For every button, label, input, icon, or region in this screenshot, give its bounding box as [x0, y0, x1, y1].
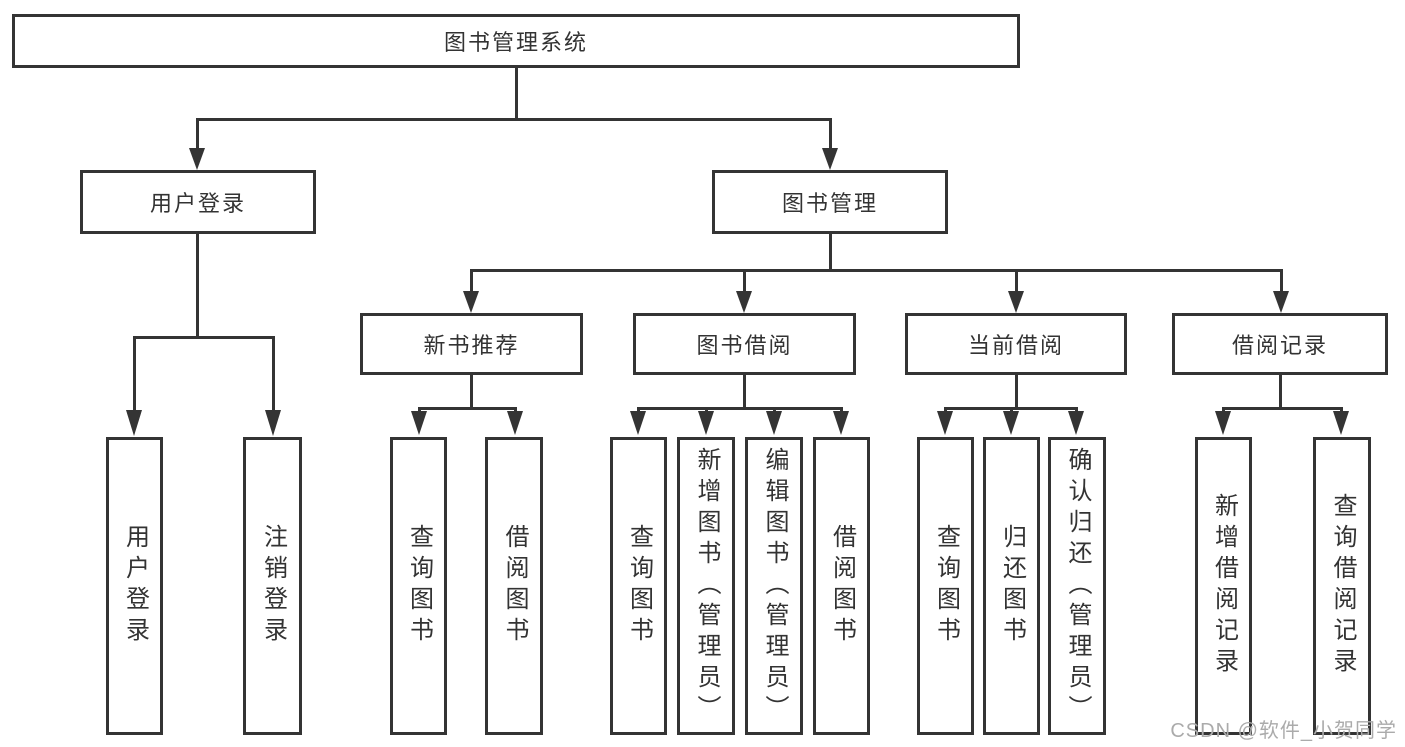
arrow-down-icon [463, 291, 479, 313]
leaf-label: 查询图书 [932, 524, 960, 648]
connector-book-mgmt-rail [470, 269, 1282, 272]
connector-book-mgmt-down [829, 234, 832, 272]
arrow-down-icon [411, 411, 427, 435]
node-current-borrow: 当前借阅 [905, 313, 1127, 375]
arrow-down-icon [630, 411, 646, 435]
connector-l3-stem [1280, 269, 1283, 293]
connector-user-login-stem [196, 118, 199, 152]
arrow-down-icon [1003, 411, 1019, 435]
leaf-label: 查询图书 [625, 524, 653, 648]
leaf-user-login: 用户登录 [106, 437, 163, 735]
arrow-down-icon [1333, 411, 1349, 435]
leaf-return-books: 归还图书 [983, 437, 1040, 735]
leaf-label: 新增图书（管理员） [693, 446, 720, 726]
node-label: 图书借阅 [696, 333, 793, 358]
leaf-query-borrow-record: 查询借阅记录 [1313, 437, 1371, 735]
leaf-label: 新增借阅记录 [1210, 493, 1238, 679]
arrow-down-icon [1215, 411, 1231, 435]
connector-l3-stem [743, 269, 746, 293]
connector-down [1279, 375, 1282, 409]
leaf-query-books: 查询图书 [610, 437, 667, 735]
node-label: 当前借阅 [967, 333, 1064, 358]
connector-leaf-stem [133, 336, 136, 412]
connector-book-mgmt-stem [829, 118, 832, 152]
leaf-label: 借阅图书 [501, 524, 528, 648]
arrow-down-icon [189, 148, 205, 170]
connector-down [1015, 375, 1018, 409]
arrow-down-icon [766, 411, 782, 435]
node-user-login: 用户登录 [80, 170, 316, 234]
leaf-borrow-books: 借阅图书 [485, 437, 543, 735]
node-label: 图书管理 [781, 191, 878, 216]
arrow-down-icon [937, 411, 953, 435]
leaf-label: 编辑图书（管理员） [761, 446, 788, 726]
connector-root-stem [515, 68, 518, 118]
leaf-query-books: 查询图书 [917, 437, 974, 735]
leaf-label: 归还图书 [998, 524, 1026, 648]
leaf-label: 查询图书 [405, 524, 433, 648]
connector-user-login-down [196, 234, 199, 339]
node-book-management: 图书管理 [712, 170, 948, 234]
arrow-down-icon [833, 411, 849, 435]
leaf-add-books-admin: 新增图书（管理员） [677, 437, 735, 735]
leaf-label: 查询借阅记录 [1329, 493, 1356, 679]
arrow-down-icon [1068, 411, 1084, 435]
arrow-down-icon [1273, 291, 1289, 313]
node-label: 用户登录 [149, 191, 246, 216]
arrow-down-icon [822, 148, 838, 170]
connector-leaf-stem [272, 336, 275, 412]
connector-root-rail [196, 118, 832, 121]
connector-l3-stem [470, 269, 473, 293]
node-library-management-system: 图书管理系统 [12, 14, 1020, 68]
connector-l3-stem [1015, 269, 1018, 293]
leaf-query-books: 查询图书 [390, 437, 447, 735]
connector-user-login-rail [133, 336, 275, 339]
arrow-down-icon [126, 410, 142, 436]
node-borrow-records: 借阅记录 [1172, 313, 1388, 375]
arrow-down-icon [736, 291, 752, 313]
arrow-down-icon [507, 411, 523, 435]
arrow-down-icon [698, 411, 714, 435]
connector-rail [637, 407, 842, 410]
node-label: 新书推荐 [423, 333, 520, 358]
leaf-label: 借阅图书 [828, 524, 856, 648]
leaf-label: 确认归还（管理员） [1064, 446, 1091, 726]
leaf-add-borrow-record: 新增借阅记录 [1195, 437, 1252, 735]
leaf-label: 用户登录 [121, 524, 149, 648]
leaf-label: 注销登录 [259, 524, 287, 648]
connector-rail [1222, 407, 1342, 410]
leaf-borrow-books: 借阅图书 [813, 437, 870, 735]
leaf-logout: 注销登录 [243, 437, 302, 735]
node-new-book-recommend: 新书推荐 [360, 313, 583, 375]
connector-rail [418, 407, 517, 410]
node-label: 借阅记录 [1231, 333, 1328, 358]
arrow-down-icon [265, 410, 281, 436]
node-label: 图书管理系统 [443, 30, 588, 55]
node-book-borrow: 图书借阅 [633, 313, 856, 375]
leaf-confirm-return-admin: 确认归还（管理员） [1048, 437, 1106, 735]
csdn-watermark: CSDN @软件_小贺同学 [1170, 720, 1397, 742]
leaf-edit-books-admin: 编辑图书（管理员） [745, 437, 803, 735]
connector-down [470, 375, 473, 409]
arrow-down-icon [1008, 291, 1024, 313]
connector-down [743, 375, 746, 409]
